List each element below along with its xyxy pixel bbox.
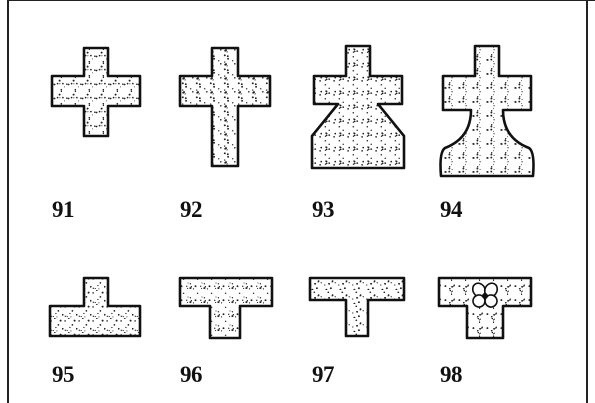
figure-92-label: 92 xyxy=(180,198,202,221)
figure-96-label: 96 xyxy=(180,363,202,386)
figure-95-label: 95 xyxy=(52,363,74,386)
figure-91-label: 91 xyxy=(52,198,74,221)
figure-91-greek-cross xyxy=(50,46,142,138)
figure-93-label: 93 xyxy=(312,198,334,221)
figure-97-t-shape-narrow xyxy=(308,276,406,338)
figure-97-label: 97 xyxy=(312,363,334,386)
figure-95-inverted-t xyxy=(48,276,142,338)
figure-93-cross-on-trapezoid-base xyxy=(308,44,408,170)
figure-98-t-shape-ornament xyxy=(437,276,533,340)
figure-94-cross-on-bell-base xyxy=(437,44,537,178)
figure-96-t-shape xyxy=(178,276,274,340)
figure-94-label: 94 xyxy=(440,198,462,221)
figure-98-label: 98 xyxy=(440,363,462,386)
figure-92-latin-cross xyxy=(178,46,272,168)
